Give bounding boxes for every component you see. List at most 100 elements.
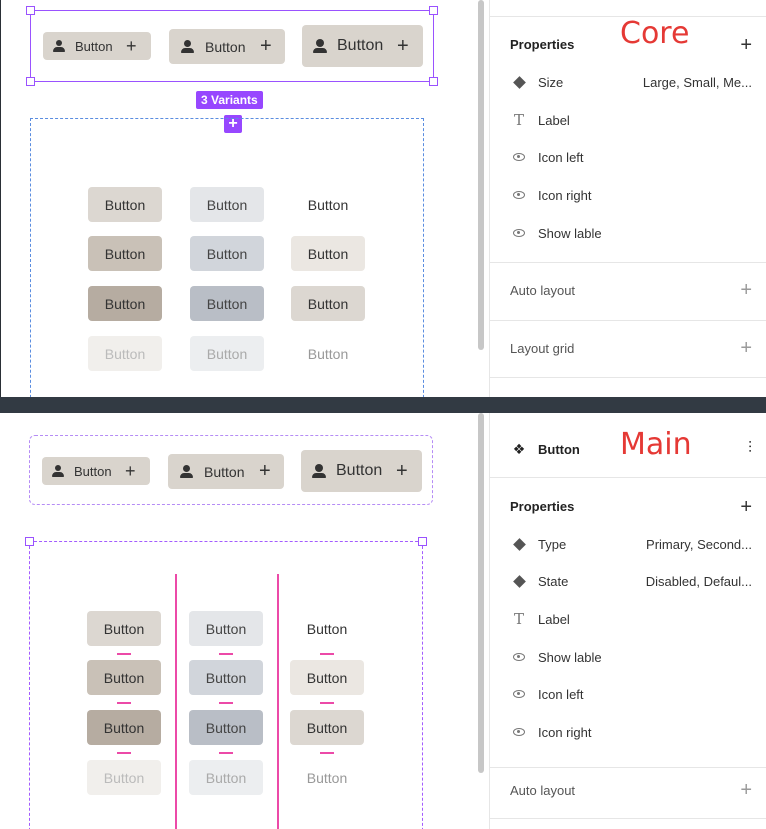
plus-icon: + bbox=[260, 35, 272, 57]
button-small[interactable]: Button + bbox=[43, 32, 151, 60]
property-row-icon-right[interactable]: Icon right bbox=[490, 176, 766, 214]
variant-button[interactable]: Button bbox=[190, 187, 264, 222]
property-row-icon-left[interactable]: Icon left bbox=[490, 138, 766, 176]
button-label: Button bbox=[337, 37, 384, 54]
property-label: Label bbox=[538, 611, 570, 627]
variant-button-disabled[interactable]: Button bbox=[306, 769, 348, 786]
button-large[interactable]: Button + bbox=[301, 450, 422, 492]
plus-icon: + bbox=[397, 34, 409, 57]
add-auto-layout-icon[interactable]: + bbox=[740, 279, 752, 301]
property-row-state[interactable]: State Disabled, Defaul... bbox=[490, 562, 766, 600]
variant-button[interactable]: Button bbox=[190, 236, 264, 271]
adjust-icon[interactable]: ⫶ bbox=[747, 440, 752, 457]
selection-handle[interactable] bbox=[418, 537, 427, 546]
eye-icon bbox=[510, 690, 528, 698]
selection-handle[interactable] bbox=[26, 6, 35, 15]
diamond-icon bbox=[510, 75, 528, 89]
property-label: Type bbox=[538, 536, 567, 552]
variant-button[interactable]: Button bbox=[189, 660, 263, 695]
variants-frame-selection[interactable] bbox=[29, 541, 423, 829]
variant-button-disabled[interactable]: Button bbox=[87, 760, 161, 795]
property-row-icon-right[interactable]: Icon right bbox=[490, 713, 766, 751]
property-row-icon-left[interactable]: Icon left bbox=[490, 675, 766, 713]
variant-button[interactable]: Button bbox=[87, 611, 161, 646]
spacing-marker bbox=[117, 752, 131, 754]
screenshot-divider bbox=[0, 397, 766, 413]
component-name: Button bbox=[538, 441, 580, 457]
property-row-label[interactable]: T Label bbox=[490, 600, 766, 638]
component-header[interactable]: ❖ Button ⫶ bbox=[490, 430, 766, 468]
variant-button-disabled[interactable]: Button bbox=[189, 760, 263, 795]
button-large[interactable]: Button + bbox=[302, 25, 423, 67]
user-icon bbox=[180, 465, 193, 478]
properties-panel: Properties + Size Large, Small, Me... T … bbox=[489, 0, 766, 397]
add-layout-grid-icon[interactable]: + bbox=[740, 337, 752, 359]
property-row-type[interactable]: Type Primary, Second... bbox=[490, 525, 766, 563]
add-variant-button[interactable]: + bbox=[224, 115, 242, 133]
property-row-show-label[interactable]: Show lable bbox=[490, 638, 766, 676]
property-label: Icon right bbox=[538, 187, 592, 203]
add-property-icon[interactable]: + bbox=[740, 496, 752, 518]
button-small[interactable]: Button + bbox=[42, 457, 150, 485]
variant-button[interactable]: Button bbox=[87, 660, 161, 695]
button-label: Button bbox=[75, 38, 113, 54]
button-medium[interactable]: Button + bbox=[168, 454, 284, 489]
selection-handle[interactable] bbox=[429, 77, 438, 86]
variant-button[interactable]: Button bbox=[290, 660, 364, 695]
variants-frame[interactable] bbox=[30, 118, 424, 397]
user-icon bbox=[52, 465, 64, 477]
selection-handle[interactable] bbox=[25, 537, 34, 546]
variant-button[interactable]: Button bbox=[87, 710, 161, 745]
property-value: Large, Small, Me... bbox=[642, 74, 752, 90]
variant-button-disabled[interactable]: Button bbox=[190, 336, 264, 371]
add-auto-layout-icon[interactable]: + bbox=[740, 779, 752, 801]
properties-panel: ❖ Button ⫶ Properties + Type Primary, Se… bbox=[489, 413, 766, 829]
button-label: Button bbox=[74, 463, 112, 479]
variant-button[interactable]: Button bbox=[291, 286, 365, 321]
add-property-icon[interactable]: + bbox=[740, 34, 752, 56]
variant-button[interactable]: Button bbox=[306, 620, 348, 637]
property-row-label[interactable]: T Label bbox=[490, 101, 766, 139]
variant-button[interactable]: Button bbox=[88, 187, 162, 222]
eye-icon bbox=[510, 191, 528, 199]
variant-button-disabled[interactable]: Button bbox=[88, 336, 162, 371]
canvas-scrollbar[interactable] bbox=[478, 0, 484, 350]
spacing-marker bbox=[219, 752, 233, 754]
property-label: Label bbox=[538, 112, 570, 128]
variant-button[interactable]: Button bbox=[88, 286, 162, 321]
property-value: Disabled, Defaul... bbox=[645, 573, 752, 589]
spacing-marker bbox=[117, 653, 131, 655]
user-icon bbox=[313, 39, 327, 53]
variant-button[interactable]: Button bbox=[290, 710, 364, 745]
text-icon: T bbox=[513, 610, 524, 628]
variant-button[interactable]: Button bbox=[88, 236, 162, 271]
plus-icon: + bbox=[125, 460, 136, 481]
selection-handle[interactable] bbox=[429, 6, 438, 15]
variants-badge[interactable]: 3 Variants bbox=[196, 91, 263, 109]
variant-button[interactable]: Button bbox=[189, 710, 263, 745]
plus-icon: + bbox=[259, 460, 271, 482]
variant-button[interactable]: Button bbox=[190, 286, 264, 321]
canvas-scrollbar[interactable] bbox=[478, 413, 484, 773]
main-annotation: Main bbox=[620, 427, 692, 462]
variant-button[interactable]: Button bbox=[189, 611, 263, 646]
property-label: Size bbox=[538, 74, 564, 90]
size-variants-frame[interactable] bbox=[29, 435, 433, 505]
selection-handle[interactable] bbox=[26, 77, 35, 86]
property-row-size[interactable]: Size Large, Small, Me... bbox=[490, 63, 766, 101]
text-icon: T bbox=[513, 111, 524, 129]
spacing-marker bbox=[320, 752, 334, 754]
diamond-icon bbox=[510, 574, 528, 588]
property-row-show-label[interactable]: Show lable bbox=[490, 214, 766, 252]
size-variants-selection[interactable] bbox=[30, 10, 434, 82]
spacing-guide bbox=[175, 574, 177, 829]
auto-layout-title: Auto layout bbox=[510, 283, 576, 298]
spacing-marker bbox=[320, 702, 334, 704]
main-screenshot-panel: Button + Button + Button + Button Button… bbox=[0, 413, 766, 829]
diamond-icon bbox=[510, 537, 528, 551]
button-medium[interactable]: Button + bbox=[169, 29, 285, 64]
variant-button[interactable]: Button bbox=[291, 236, 365, 271]
variant-button-disabled[interactable]: Button bbox=[307, 345, 349, 362]
canvas-edge bbox=[0, 0, 1, 397]
variant-button[interactable]: Button bbox=[307, 196, 349, 213]
